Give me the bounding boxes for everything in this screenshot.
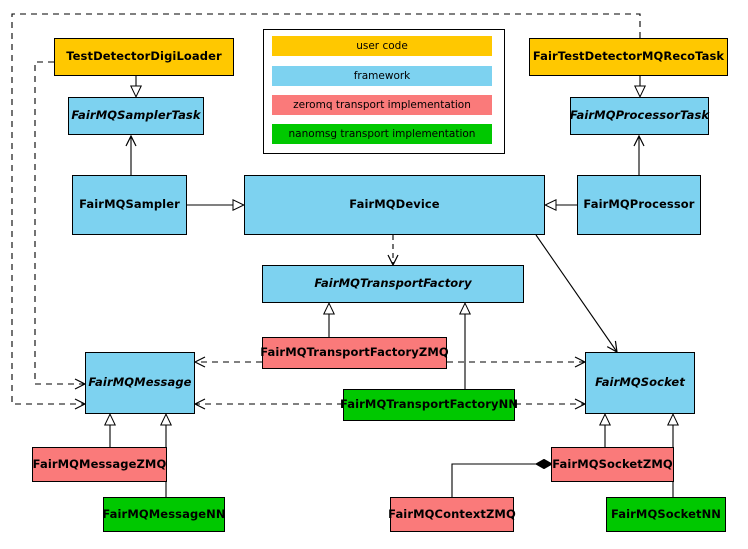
class-label: FairMQSampler: [79, 197, 180, 212]
class-label: FairMQMessage: [88, 375, 192, 390]
edge-contextzmq-socketzmq: [451, 464, 551, 497]
legend-item-label: framework: [353, 70, 411, 82]
class-label: FairMQSocketNN: [610, 506, 722, 521]
class-box-fairmqtransportfactoryzmq[interactable]: FairMQTransportFactoryZMQ: [260, 337, 449, 369]
class-label: TestDetectorDigiLoader: [66, 49, 222, 64]
class-box-fairmqsocket[interactable]: FairMQSocket: [585, 352, 695, 414]
class-box-fairmqmessage[interactable]: FairMQMessage: [85, 352, 195, 414]
class-label: FairMQTransportFactory: [314, 276, 472, 291]
class-box-fairmqprocessortask[interactable]: FairMQProcessorTask: [570, 97, 709, 135]
class-label: FairTestDetectorMQRecoTask: [532, 49, 725, 64]
legend-item-label: user code: [356, 40, 408, 52]
class-box-fairmqsocketnn[interactable]: FairMQSocketNN: [606, 497, 726, 532]
legend-item-framework: framework: [272, 66, 492, 86]
class-label: FairMQDevice: [349, 197, 440, 212]
class-box-fairmqmessagenn[interactable]: FairMQMessageNN: [102, 497, 226, 532]
legend-item-label: nanomsg transport implementation: [288, 128, 476, 140]
class-label: FairMQContextZMQ: [388, 506, 516, 521]
class-box-fairmqsocketzmq[interactable]: FairMQSocketZMQ: [551, 447, 674, 482]
legend-item-user-code: user code: [272, 36, 492, 56]
class-label: FairMQProcessorTask: [569, 108, 710, 123]
class-label: FairMQTransportFactoryNN: [339, 397, 519, 412]
legend-item-label: zeromq transport implementation: [293, 99, 471, 111]
class-box-testdetectordigiloader[interactable]: TestDetectorDigiLoader: [54, 38, 234, 76]
class-box-fairmqcontextzmq[interactable]: FairMQContextZMQ: [388, 497, 516, 532]
class-box-fairmqtransportfactorynn[interactable]: FairMQTransportFactoryNN: [339, 389, 519, 421]
class-box-fairmqsampler[interactable]: FairMQSampler: [72, 175, 187, 235]
class-box-fairtestdetectormqrecotask[interactable]: FairTestDetectorMQRecoTask: [529, 38, 728, 76]
class-label: FairMQMessageZMQ: [32, 456, 167, 471]
class-label: FairMQSocketZMQ: [552, 456, 673, 471]
class-box-fairmqsamplertask[interactable]: FairMQSamplerTask: [68, 97, 204, 135]
class-box-fairmqprocessor[interactable]: FairMQProcessor: [577, 175, 701, 235]
legend-item-nanomsg: nanomsg transport implementation: [272, 124, 492, 144]
class-box-fairmqmessagezmq[interactable]: FairMQMessageZMQ: [32, 447, 167, 482]
class-label: FairMQMessageNN: [102, 506, 226, 521]
class-box-fairmqdevice[interactable]: FairMQDevice: [244, 175, 545, 235]
class-label: FairMQSocket: [595, 375, 685, 390]
class-label: FairMQSamplerTask: [71, 108, 201, 123]
legend-item-zeromq: zeromq transport implementation: [272, 95, 492, 115]
edge-device-socket: [535, 234, 617, 352]
class-label: FairMQTransportFactoryZMQ: [260, 345, 449, 360]
class-label: FairMQProcessor: [583, 197, 695, 212]
class-box-fairmqtransportfactory[interactable]: FairMQTransportFactory: [262, 265, 524, 303]
